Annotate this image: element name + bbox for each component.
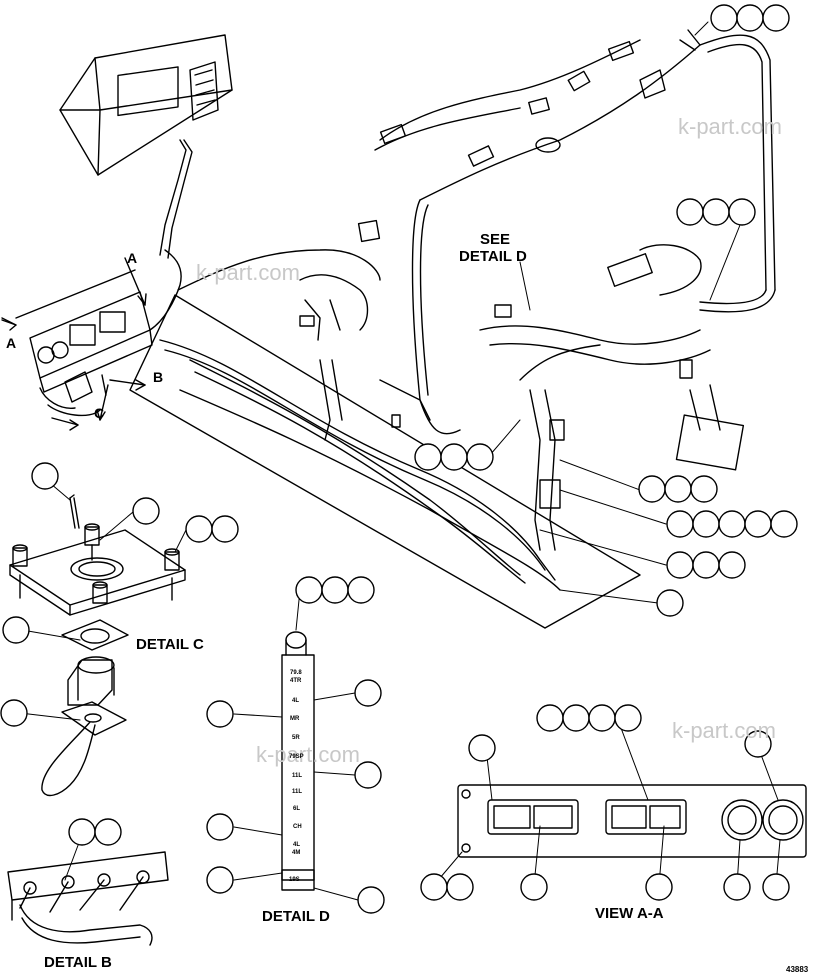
watermark-text: k-part.com [196, 260, 300, 285]
see-detail-d-label: SEE [480, 231, 511, 248]
base-plate-outline [129, 294, 641, 629]
detail-c-drawing [9, 494, 186, 797]
upper-harness-loop [177, 34, 776, 435]
detail-c-title: DETAIL C [136, 636, 204, 653]
upper-connectors [379, 29, 701, 167]
connector-plate-main [1, 249, 182, 393]
terminal-label: 11L [292, 789, 303, 795]
right-harness-cluster [479, 244, 745, 551]
terminal-label: 79.8 [290, 670, 302, 676]
terminal-label: 19S [289, 877, 300, 883]
detail-d-terminal-strip [281, 631, 315, 891]
view-arrow-a-label: A [6, 335, 17, 351]
detail-b-arrow-label: B [153, 369, 164, 385]
detail-c-arrow-label: C [94, 405, 105, 421]
terminal-label: 4TR [290, 678, 302, 684]
watermark-text: k-part.com [672, 718, 776, 743]
view-arrow-a-label: A [127, 250, 138, 266]
display-monitor-box [59, 34, 233, 259]
callout-circles [0, 4, 798, 914]
terminal-label: 6L [293, 806, 301, 812]
figure-number: 43883 [786, 965, 809, 974]
terminal-label: CH [293, 824, 302, 830]
see-detail-d-label: DETAIL D [459, 248, 527, 265]
terminal-label: 11L [292, 773, 303, 779]
detail-d-title: DETAIL D [262, 908, 330, 925]
terminal-label: 4M [292, 850, 301, 856]
detail-b-title: DETAIL B [44, 954, 112, 971]
watermark-text: k-part.com [256, 742, 360, 767]
view-arrows [1, 257, 147, 431]
terminal-label: 4L [293, 842, 301, 848]
terminal-label: 79SP [289, 754, 304, 760]
main-harness-run [159, 339, 561, 591]
terminal-label: 4L [292, 698, 300, 704]
center-connectors [299, 219, 431, 441]
view-a-a-drawing [457, 784, 807, 858]
watermark-text: k-part.com [678, 114, 782, 139]
view-a-a-title: VIEW A-A [595, 905, 664, 922]
terminal-label: 5R [292, 735, 300, 741]
detail-b-drawing [7, 851, 169, 946]
terminal-label: MR [290, 716, 300, 722]
